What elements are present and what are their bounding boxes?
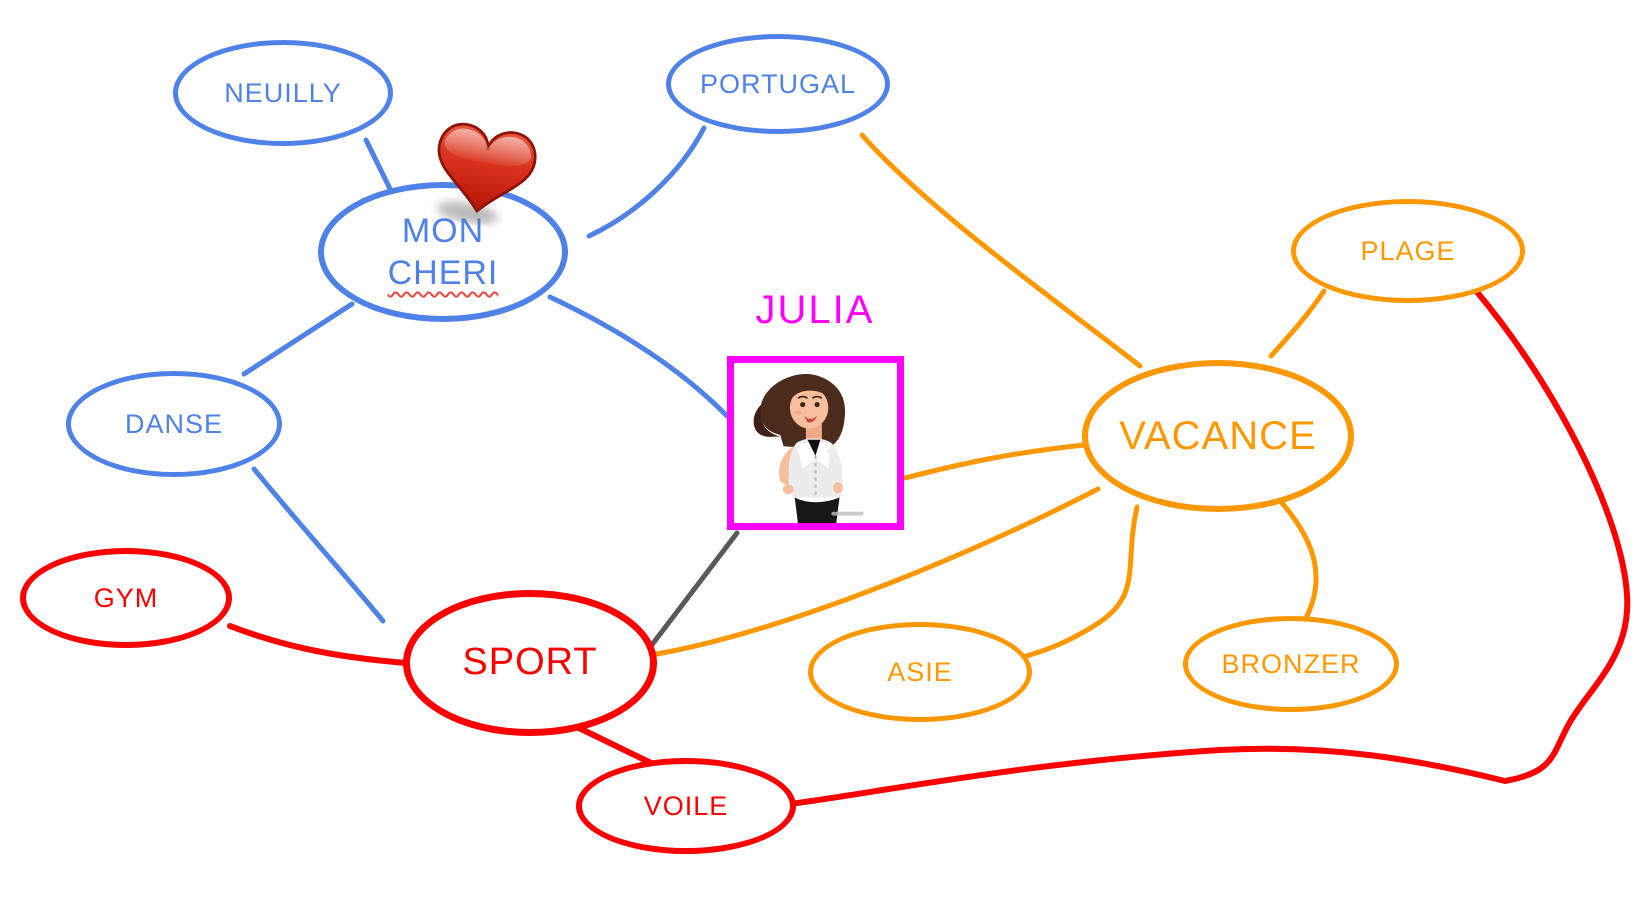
edge-gym-sport [227,623,409,666]
node-portugal[interactable]: PORTUGAL [666,34,890,134]
edge-moncheri-danse [241,301,355,377]
node-plage[interactable]: PLAGE [1291,199,1525,303]
node-vacance-label: VACANCE [1119,413,1317,458]
edge-julia-sport [648,530,740,649]
node-voile-label: VOILE [643,790,729,821]
heart-icon[interactable] [419,107,548,235]
node-gym[interactable]: GYM [20,548,232,648]
edge-plage-voile [794,289,1631,806]
node-danse-label: DANSE [124,408,224,439]
node-voile[interactable]: VOILE [576,758,796,854]
node-neuilly[interactable]: NEUILLY [173,40,393,146]
edge-portugal-vacance [859,132,1143,369]
watermark-smudge [831,511,864,516]
edge-moncheri-julia [547,294,730,419]
edge-vacance-bronzer [1279,500,1319,619]
node-bronzer-label: BRONZER [1221,648,1361,679]
edge-danse-sport [251,466,386,624]
edge-sport-voile [574,724,654,766]
edge-vacance-plage [1268,288,1327,359]
node-vacance[interactable]: VACANCE [1082,360,1354,512]
edge-portugal-moncheri [586,125,707,239]
node-neuilly-label: NEUILLY [224,77,342,108]
edge-julia-vacance [902,442,1087,481]
node-danse[interactable]: DANSE [66,371,282,477]
node-gym-label: GYM [93,582,159,613]
edge-vacance-asie [1014,504,1140,662]
node-asie-label: ASIE [887,656,953,687]
node-mon-cheri-label-line2: CHERI [387,254,499,292]
node-bronzer[interactable]: BRONZER [1183,616,1399,712]
node-plage-label: PLAGE [1360,235,1456,266]
julia-photo[interactable] [727,356,904,530]
edge-vacance-sport [654,486,1101,657]
node-sport[interactable]: SPORT [403,590,657,736]
cartoon-woman-icon [753,373,864,523]
node-sport-label: SPORT [462,641,598,684]
node-asie[interactable]: ASIE [808,622,1032,722]
node-portugal-label: PORTUGAL [699,68,857,99]
node-julia-label: JULIA [755,288,875,332]
